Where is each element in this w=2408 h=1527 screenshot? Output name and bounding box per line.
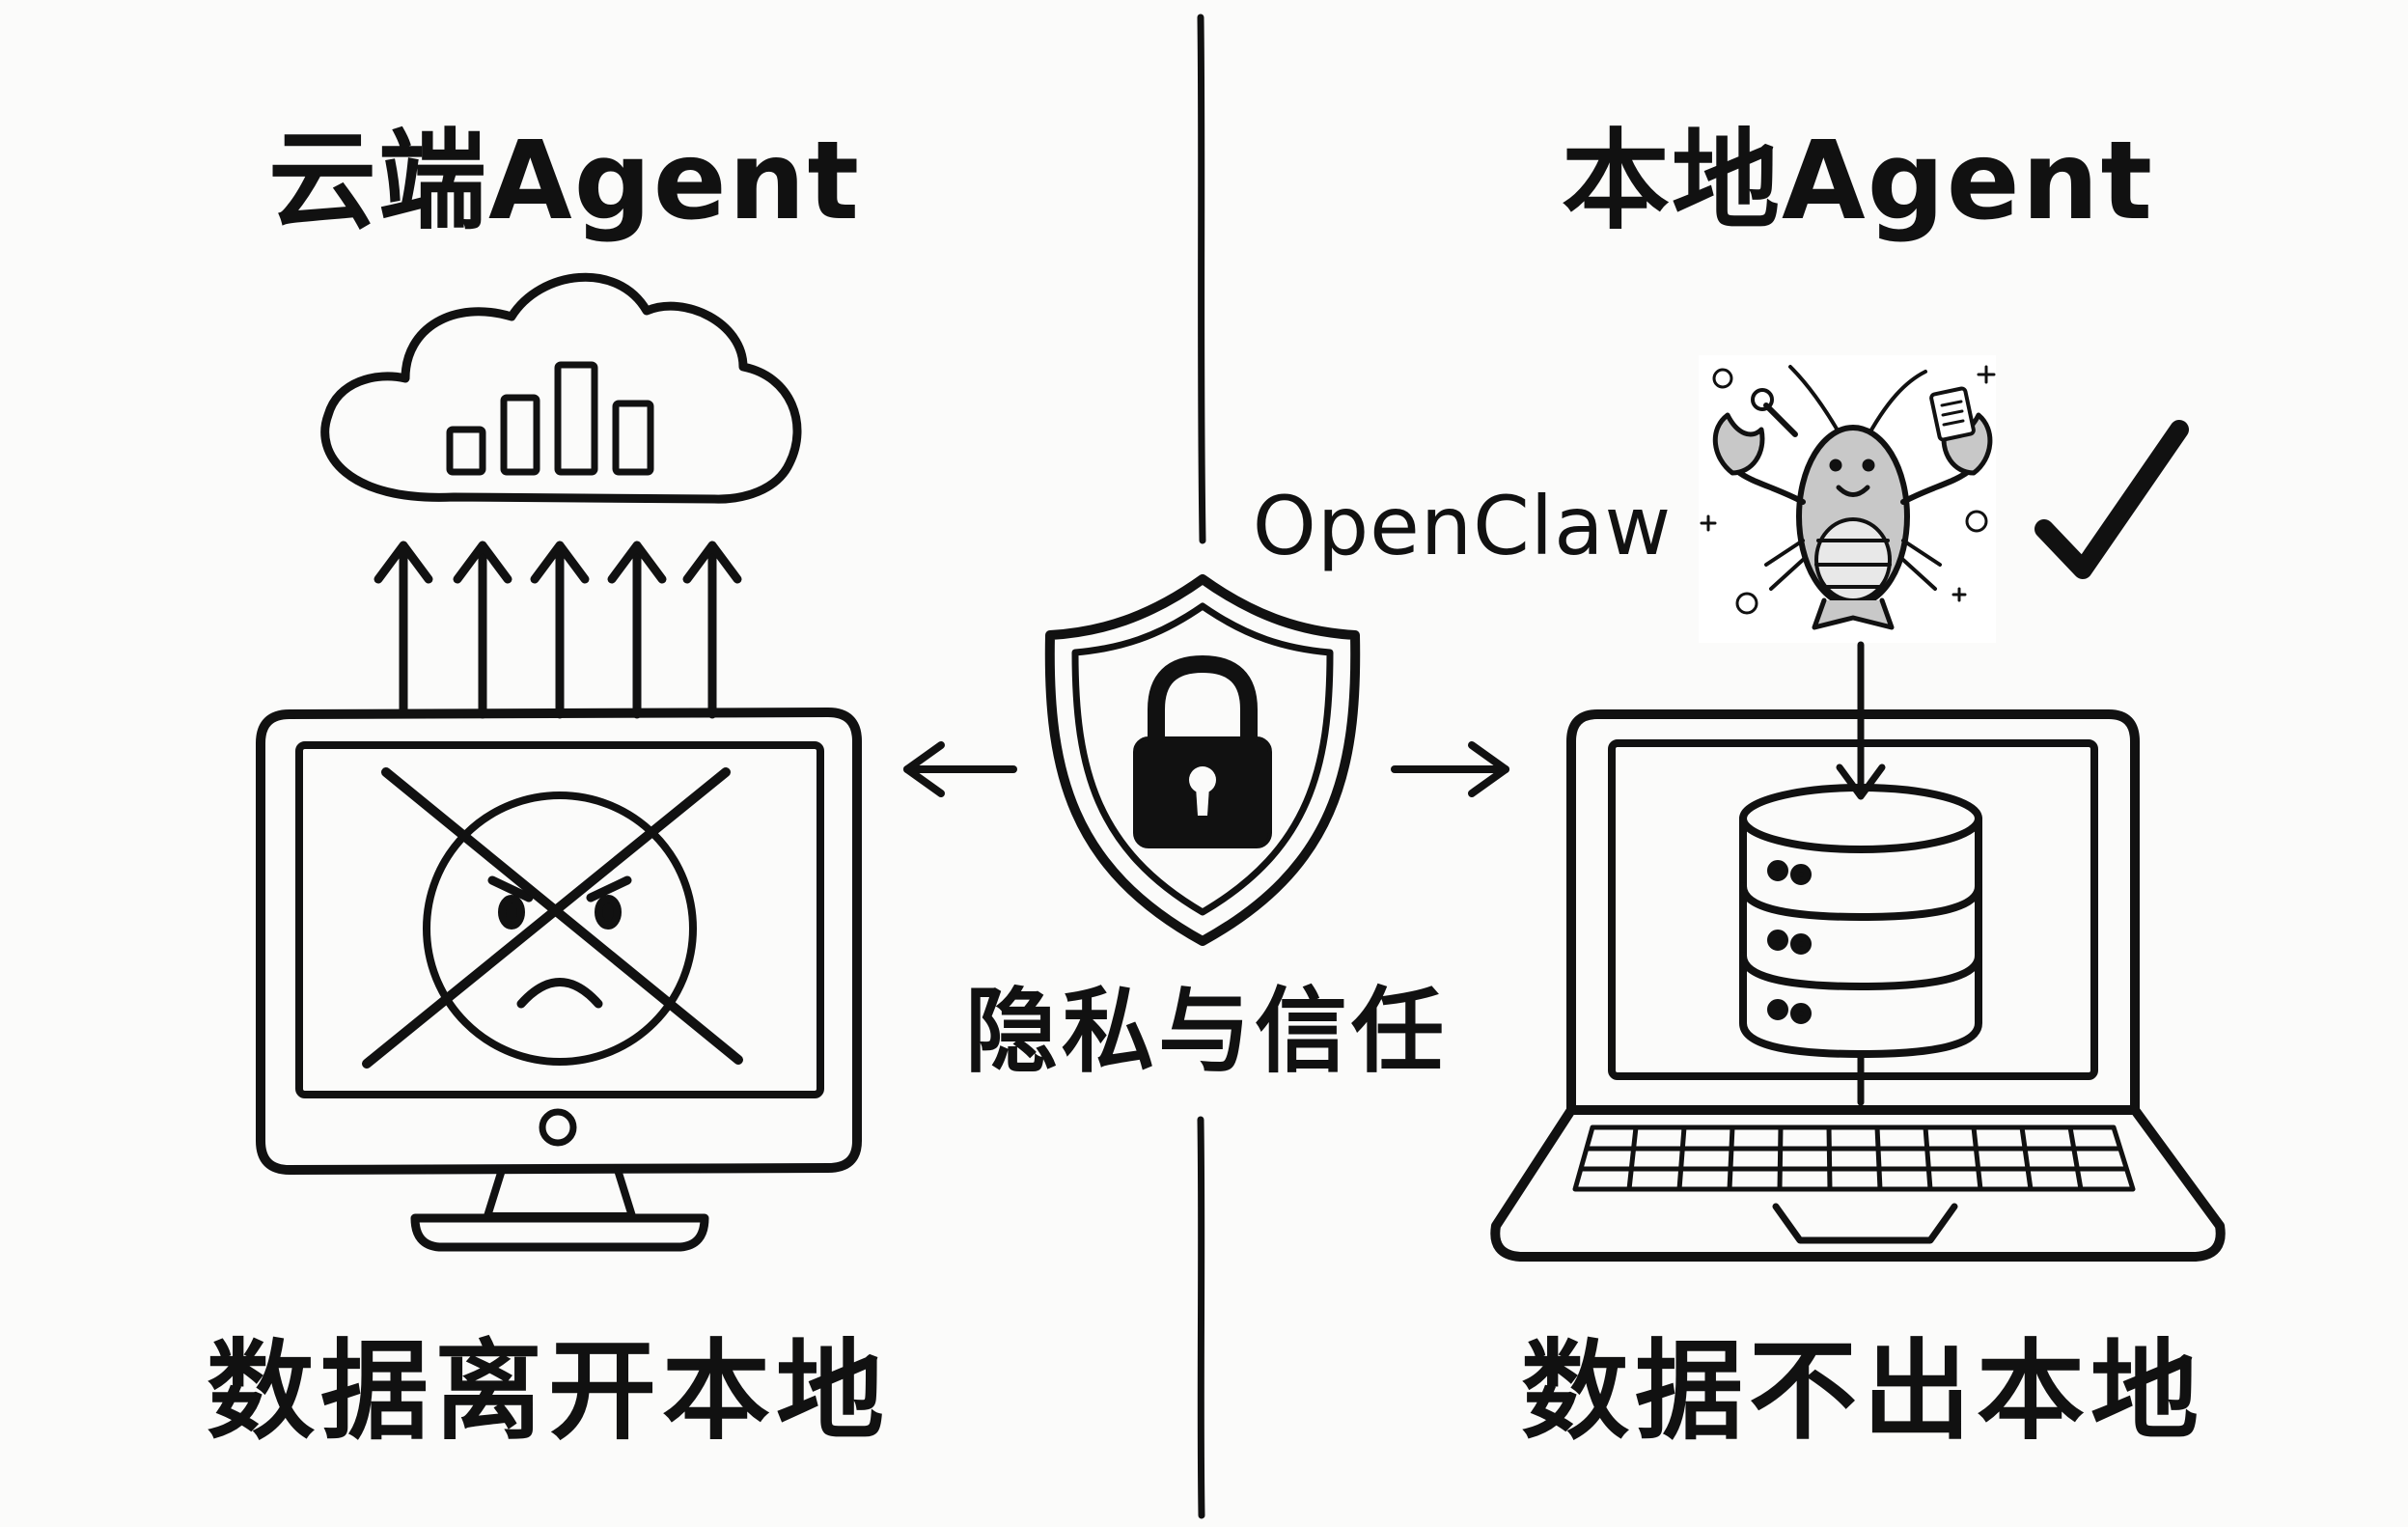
arrow-down-icon [1836,641,1886,800]
openclaw-label: OpenClaw [1252,479,1673,573]
arrow-left-icon [903,741,1017,797]
desktop-monitor-icon [256,708,862,1252]
arrow-up-icons [374,541,742,719]
x-cross-icon [362,767,743,1069]
right-caption: 数据不出本地 [1521,1329,2204,1455]
lobster-mascot-icon [1699,355,1996,643]
left-caption: 数据离开本地 [207,1329,890,1455]
divider-line [1197,14,1206,1519]
left-title: 云端Agent [267,119,862,244]
arrow-up-icon [374,541,433,719]
center-caption: 隐私与信任 [965,977,1448,1086]
arrow-up-icon [607,541,667,719]
database-icon [1739,784,1982,1106]
cloud-icon [320,272,802,504]
laptop-icon [1490,709,2226,1262]
checkmark-icon [2034,420,2189,579]
arrow-up-icon [682,541,742,719]
sad-face-icon [423,791,697,1066]
keyboard-icon [1572,1124,2136,1192]
arrow-up-icon [453,541,512,719]
right-title: 本地Agent [1561,119,2155,244]
bar-chart-icon [446,361,654,476]
arrow-up-icon [530,541,590,719]
arrow-right-icon [1391,741,1509,797]
shield-lock-icon [1044,574,1361,946]
